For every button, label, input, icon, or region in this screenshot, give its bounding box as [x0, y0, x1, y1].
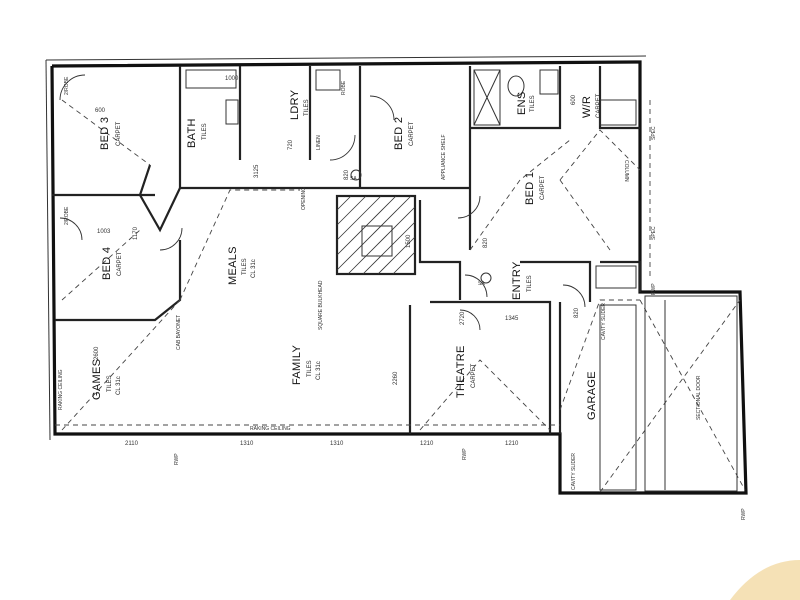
garage-label: GARAGE	[586, 371, 598, 420]
bed4-label: BED 4	[101, 247, 113, 280]
appliance-label: APPLIANCE SHELF	[441, 134, 447, 180]
garage-outline	[599, 295, 738, 492]
dim-14: 1210	[505, 441, 519, 447]
ceiling-label-2: RAKING CEILING	[250, 426, 291, 432]
dim-6: 820	[483, 237, 489, 248]
entry-floor: TILES	[527, 275, 533, 292]
room-labels: BED 3 CARPET BATH TILES LDRY TILES BED 2…	[91, 89, 602, 420]
ens-label: ENS	[516, 91, 528, 115]
wir-label: W/R	[581, 96, 593, 118]
kitchen-hatch	[336, 195, 416, 275]
bed3-floor: CARPET	[116, 121, 122, 146]
fixtures	[185, 69, 637, 289]
linen-label: LINEN	[316, 135, 322, 150]
dim-16: 1345	[505, 316, 519, 322]
bed3-label: BED 3	[99, 117, 111, 150]
theatre-floor: CARPET	[471, 363, 477, 388]
bed1-floor: CARPET	[540, 175, 546, 200]
annotation-labels: 2/ROBE 2/ROBE ROBE LINEN OPENING SQUARE …	[58, 76, 747, 520]
dim-13: 1210	[420, 441, 434, 447]
outer-walls	[45, 55, 748, 495]
robe-label-2: 2/ROBE	[64, 206, 70, 225]
games-floor: TILES	[107, 375, 113, 392]
dimension-labels: 600 1000 3125 820 1500 820 1003 1170 260…	[94, 76, 580, 447]
dim-11: 1310	[240, 441, 254, 447]
dim-20: 600	[571, 94, 577, 105]
bed2-floor: CARPET	[409, 121, 415, 146]
bath-floor: TILES	[202, 123, 208, 140]
meals-floor: TILES	[242, 258, 248, 275]
internal-walls	[52, 66, 642, 434]
dim-15: 2720	[460, 311, 466, 325]
dim-4: 820	[344, 169, 350, 180]
games-label: GAMES	[91, 359, 103, 400]
watermark	[730, 560, 800, 600]
dim-17: 2260	[393, 371, 399, 385]
bed2-label: BED 2	[393, 117, 405, 150]
ldry-floor: TILES	[304, 99, 310, 116]
rwp-label-4: RWP	[651, 283, 657, 295]
theatre-label: THEATRE	[455, 345, 467, 398]
sectional-door-label: SECTIONAL DOOR	[696, 375, 702, 420]
ens-floor: TILES	[530, 95, 536, 112]
bed1-label: BED 1	[524, 172, 536, 205]
bath-label: BATH	[186, 118, 198, 148]
doors	[59, 74, 586, 331]
bulkhead-label: SQUARE BULKHEAD	[318, 280, 324, 330]
games-ceiling: CL 31c	[116, 376, 122, 395]
ldry-label: LDRY	[289, 89, 301, 120]
entry-label: ENTRY	[511, 261, 523, 300]
dim-18: 820	[574, 307, 580, 318]
column-label: COLUMN	[623, 160, 629, 182]
dim-12: 1310	[330, 441, 344, 447]
rwp-label-3: RWP	[741, 508, 747, 520]
ceiling-label-1: RAKING CEILING	[58, 369, 64, 410]
spec-label-2: SPEC	[651, 226, 657, 240]
cabinet-label: CAB BAYONET	[176, 315, 182, 350]
meals-label: MEALS	[227, 246, 239, 285]
dim-8: 1170	[133, 226, 139, 240]
spec-label-1: SPEC	[651, 126, 657, 140]
dim-19: 720	[288, 139, 294, 150]
dim-10: 2110	[125, 441, 139, 447]
rwp-label-1: RWP	[174, 453, 180, 465]
family-floor: TILES	[307, 360, 313, 377]
dim-5: 1500	[406, 234, 412, 248]
dim-1: 600	[95, 108, 106, 114]
dim-7: 1003	[97, 229, 111, 235]
dim-9: 2600	[94, 346, 100, 360]
cavity-slider-1: CAVITY SLIDER	[601, 303, 607, 340]
robe-label-1: 2/ROBE	[64, 76, 70, 95]
meals-ceiling: CL 31c	[251, 259, 257, 278]
family-ceiling: CL 31c	[316, 361, 322, 380]
wir-floor: CARPET	[596, 93, 602, 118]
sa-label-2: SA	[478, 281, 485, 287]
sa-label-1: SA	[350, 176, 357, 182]
rwp-label-2: RWP	[462, 448, 468, 460]
dim-3: 3125	[254, 164, 260, 178]
dim-2: 1000	[225, 76, 239, 82]
robe-label-3: ROBE	[341, 80, 347, 95]
family-label: FAMILY	[291, 345, 303, 385]
ceiling-lines	[55, 99, 746, 493]
bed4-floor: CARPET	[117, 251, 123, 276]
opening-label: OPENING	[301, 187, 307, 210]
cavity-slider-2: CAVITY SLIDER	[571, 453, 577, 490]
